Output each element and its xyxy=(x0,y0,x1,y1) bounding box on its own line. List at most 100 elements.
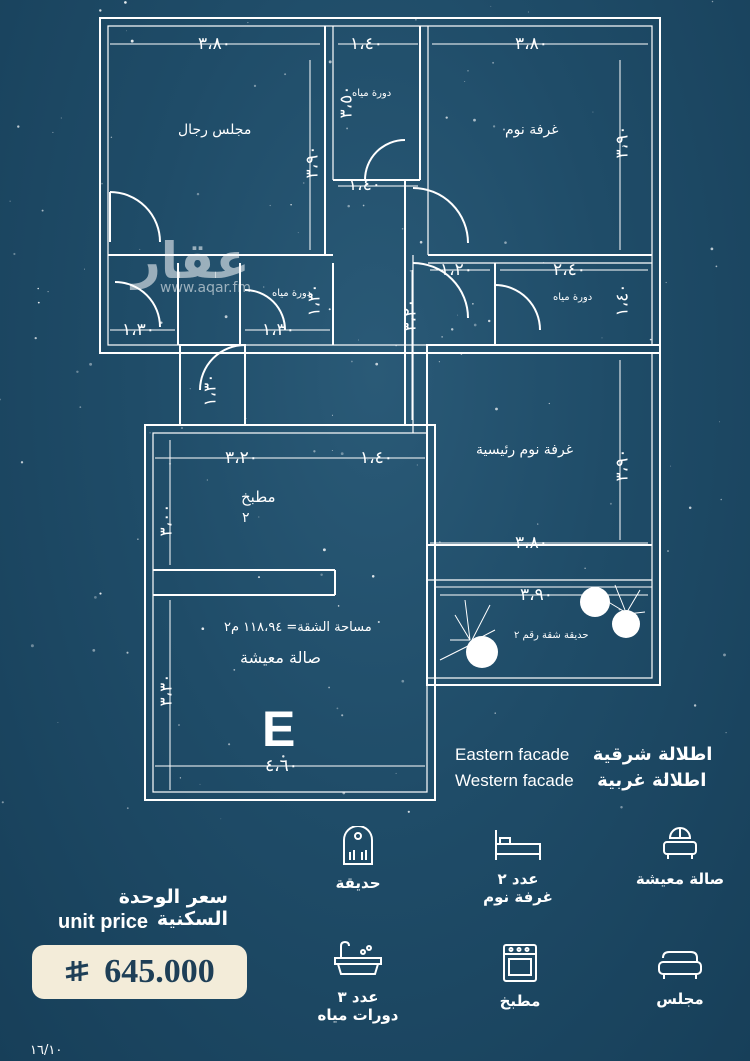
dim-bath1-width: ١،٤٠ xyxy=(350,34,383,54)
feature-majlis-label: مجلس xyxy=(656,990,704,1008)
star xyxy=(126,651,129,654)
watermark-url: www.aqar.fm xyxy=(160,280,252,296)
feature-baths: عدد ٣ دورات مياه xyxy=(283,940,433,1024)
dim-garden-width: ٣،٩٠ xyxy=(520,585,553,605)
room-bath-right: دورة مياه xyxy=(553,292,593,303)
feature-majlis: مجلس xyxy=(605,948,750,1008)
dim-hall-door: ١،٢٠ xyxy=(440,260,473,280)
star xyxy=(257,576,261,579)
star xyxy=(110,136,113,138)
star xyxy=(41,209,44,212)
star xyxy=(89,362,93,366)
star xyxy=(228,743,231,746)
star xyxy=(178,724,180,726)
star xyxy=(401,679,405,683)
star xyxy=(527,11,529,13)
feature-garden: حديقة xyxy=(283,826,433,892)
star xyxy=(362,204,365,207)
door-storage xyxy=(114,281,161,328)
star xyxy=(710,247,714,251)
star xyxy=(37,287,39,290)
stove-icon xyxy=(503,944,537,982)
star xyxy=(492,61,495,64)
star xyxy=(592,111,594,113)
star xyxy=(720,498,722,501)
star xyxy=(337,605,340,607)
star xyxy=(487,319,491,323)
feature-living-label: صالة معيشة xyxy=(635,870,725,888)
room-living: صالة معيشة xyxy=(240,648,321,667)
lobby-walls xyxy=(179,344,246,426)
star xyxy=(47,290,49,293)
star xyxy=(137,538,139,540)
star xyxy=(92,649,96,652)
star xyxy=(180,426,184,430)
inner-wall-top xyxy=(107,25,653,346)
riyal-icon xyxy=(65,961,89,981)
star xyxy=(99,9,102,12)
star xyxy=(504,241,507,244)
star xyxy=(377,620,380,624)
star xyxy=(341,714,344,717)
star xyxy=(473,323,477,327)
apartment-area: مساحة الشقة= ١١٨،٩٤ م٢ xyxy=(224,620,372,635)
star xyxy=(409,270,411,272)
feature-living: صالة معيشة xyxy=(605,826,750,888)
star xyxy=(347,204,350,208)
price-title-ar: سعر الوحدة السكنية xyxy=(118,886,228,930)
star xyxy=(297,232,299,234)
star xyxy=(667,550,669,552)
dim-master-height: ٣،٩٠ xyxy=(612,448,633,482)
facade-eastern-ar: اطلالة شرقية xyxy=(592,744,713,765)
star xyxy=(457,314,459,316)
dim-lobby-height: ١،٣٠ xyxy=(200,373,221,407)
star xyxy=(282,755,285,758)
star xyxy=(584,567,586,569)
star xyxy=(492,125,496,128)
star xyxy=(247,22,249,24)
star xyxy=(351,360,353,363)
star xyxy=(139,248,141,250)
star xyxy=(17,125,20,128)
feature-kitchen-label: مطبخ xyxy=(499,992,541,1010)
star xyxy=(331,414,333,416)
couch-icon xyxy=(658,951,702,979)
star xyxy=(358,339,359,341)
inner-wall-right xyxy=(426,352,653,679)
star xyxy=(0,398,1,401)
sofa-icon xyxy=(663,826,697,859)
star xyxy=(179,777,182,779)
star xyxy=(711,0,714,3)
star xyxy=(419,240,423,244)
dim-kitchen-width: ٣،٢٠ xyxy=(225,448,258,468)
star xyxy=(189,388,191,390)
star xyxy=(401,228,404,230)
room-garden: حديقة شقة رقم ٢ xyxy=(514,630,589,641)
star xyxy=(548,402,550,405)
star xyxy=(253,84,257,88)
facade-western: Western facade اطلالة غربية xyxy=(455,770,706,791)
star xyxy=(57,722,59,723)
star xyxy=(199,783,201,785)
room-majlis: مجلس رجال xyxy=(178,122,252,138)
star xyxy=(9,200,11,202)
door-bath1 xyxy=(364,139,406,181)
star xyxy=(472,303,474,305)
star xyxy=(83,268,86,270)
star xyxy=(34,336,37,340)
watermark: عقار www.aqar.fm xyxy=(132,232,251,296)
star xyxy=(99,592,102,595)
star xyxy=(346,127,349,130)
garden-icon xyxy=(343,826,373,865)
room-kitchen: مطبخ xyxy=(241,488,276,506)
star xyxy=(495,407,498,411)
star xyxy=(30,644,34,648)
star xyxy=(1,801,4,804)
star xyxy=(464,81,466,82)
star xyxy=(206,288,208,290)
star xyxy=(450,328,454,331)
star xyxy=(537,523,539,525)
feature-garden-label: حديقة xyxy=(335,874,381,892)
star xyxy=(693,704,697,707)
star xyxy=(723,653,726,657)
